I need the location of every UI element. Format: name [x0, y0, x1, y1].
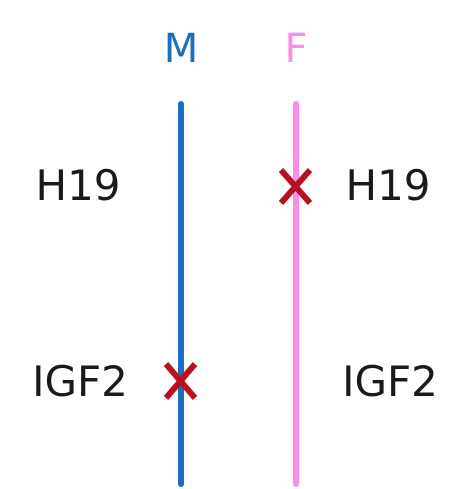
- h19-paternal-silenced-x-icon: [278, 168, 313, 205]
- igf2-left-label: IGF2: [32, 357, 128, 406]
- h19-left-label: H19: [35, 161, 120, 210]
- igf2-maternal-silenced-x-icon: [163, 362, 198, 400]
- igf2-right-label: IGF2: [342, 357, 438, 406]
- paternal-label: F: [284, 26, 307, 72]
- h19-right-label: H19: [345, 161, 430, 210]
- maternal-label: M: [164, 26, 199, 72]
